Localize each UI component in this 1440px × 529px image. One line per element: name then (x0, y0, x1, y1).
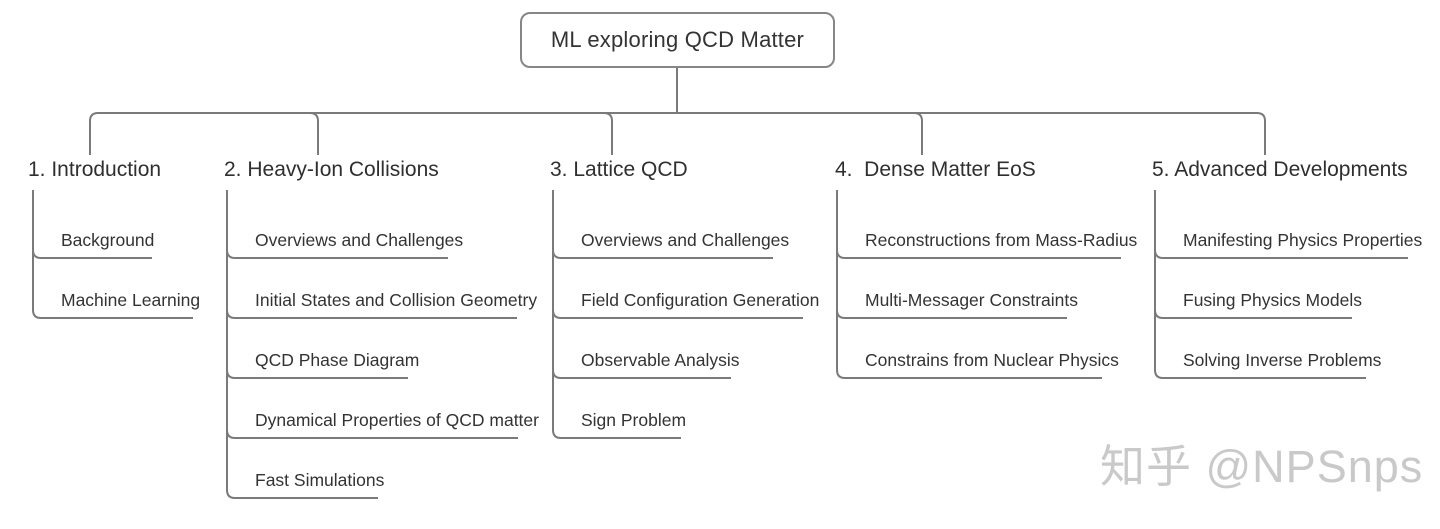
root-node: ML exploring QCD Matter (520, 12, 835, 68)
branch-label-lattice-qcd: 3. Lattice QCD (550, 158, 688, 181)
drop-branch-4 (913, 112, 923, 155)
underline-b4-c2 (836, 309, 1067, 319)
child-label-field-configuration-generation: Field Configuration Generation (581, 290, 820, 310)
underline-b3-c4 (552, 429, 681, 439)
drop-branch-3 (603, 112, 613, 155)
child-label-fusing-physics-models: Fusing Physics Models (1183, 290, 1362, 310)
root-node-label: ML exploring QCD Matter (550, 27, 805, 52)
underline-b4-c1 (836, 249, 1121, 259)
child-label-background: Background (61, 230, 155, 250)
underline-b3-c2 (552, 309, 803, 319)
underline-b3-c3 (552, 369, 731, 379)
underline-b2-c2 (226, 309, 517, 319)
branch-label-advanced-developments: 5. Advanced Developments (1152, 158, 1408, 181)
underline-b2-c1 (226, 249, 448, 259)
underline-b4-c3 (836, 369, 1102, 379)
child-label-sign-problem: Sign Problem (581, 410, 687, 430)
branch-label-introduction: 1. Introduction (28, 158, 162, 181)
underline-b1-c1 (32, 249, 152, 259)
underline-b2-c5 (226, 489, 378, 499)
branch-label-heavy-ion-collisions: 2. Heavy-Ion Collisions (224, 158, 439, 181)
branch-label-dense-matter-eos: 4. Dense Matter EoS (835, 158, 1036, 181)
zhihu-watermark: 知乎 @NPSnps (1100, 441, 1424, 492)
top-rail-line (89, 112, 1266, 155)
underline-b2-c3 (226, 369, 408, 379)
underline-b5-c1 (1154, 249, 1408, 259)
child-label-initial-states-collision-geometry: Initial States and Collision Geometry (255, 290, 538, 310)
child-label-machine-learning: Machine Learning (61, 290, 201, 310)
child-label-qcd-phase-diagram: QCD Phase Diagram (255, 350, 420, 370)
child-label-dynamical-properties-qcd-matter: Dynamical Properties of QCD matter (255, 410, 539, 430)
child-label-fast-simulations: Fast Simulations (255, 470, 385, 490)
underline-b5-c3 (1154, 369, 1366, 379)
drop-branch-2 (309, 112, 319, 155)
child-label-overviews-and-challenges-lqcd: Overviews and Challenges (581, 230, 790, 250)
child-label-solving-inverse-problems: Solving Inverse Problems (1183, 350, 1382, 370)
child-label-multi-messager-constraints: Multi-Messager Constraints (865, 290, 1078, 310)
underline-b1-c2 (32, 309, 193, 319)
child-label-manifesting-physics-properties: Manifesting Physics Properties (1183, 230, 1423, 250)
child-label-observable-analysis: Observable Analysis (581, 350, 740, 370)
underline-b5-c2 (1154, 309, 1352, 319)
child-label-reconstructions-mass-radius: Reconstructions from Mass-Radius (865, 230, 1138, 250)
child-label-overviews-and-challenges-hic: Overviews and Challenges (255, 230, 464, 250)
child-label-constrains-nuclear-physics: Constrains from Nuclear Physics (865, 350, 1119, 370)
underline-b3-c1 (552, 249, 773, 259)
underline-b2-c4 (226, 429, 518, 439)
